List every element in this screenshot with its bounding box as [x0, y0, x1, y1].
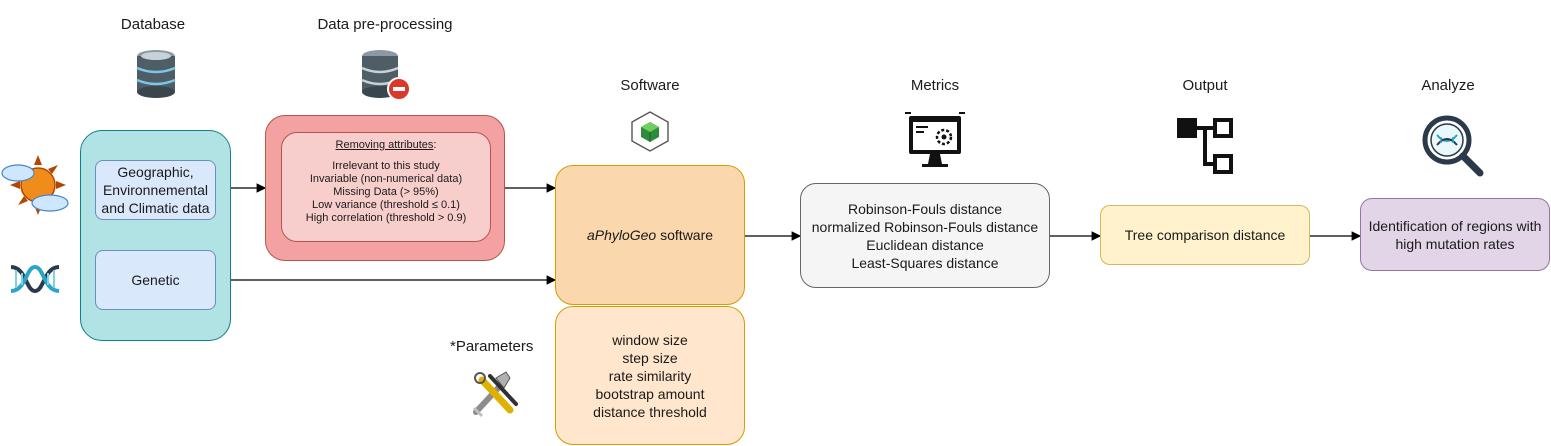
metrics-box: Robinson-Fouls distance normalized Robin…	[800, 183, 1050, 288]
removing-attributes-box: Removing attributes: Irrelevant to this …	[281, 132, 491, 242]
parameter-item: step size	[622, 349, 678, 366]
header-database: Database	[120, 16, 186, 33]
parameter-item: bootstrap amount	[595, 385, 705, 402]
geo-line2: Environnemental	[102, 182, 209, 198]
analyze-box: Identification of regions with high muta…	[1360, 198, 1550, 271]
software-box: aPhyloGeo software	[555, 165, 745, 305]
metric-item: Euclidean distance	[866, 236, 984, 253]
parameters-label: *Parameters	[450, 338, 534, 355]
preprocess-item: High correlation (threshold > 0.9)	[305, 212, 467, 224]
header-software: Software	[620, 77, 680, 94]
cube-icon	[631, 111, 669, 152]
genetic-data-box: Genetic	[95, 250, 216, 310]
tools-icon	[472, 371, 518, 418]
removing-attributes-title: Removing attributes	[335, 139, 434, 151]
parameter-item: rate similarity	[608, 367, 692, 384]
database-icon	[136, 50, 176, 98]
header-analyze: Analyze	[1421, 77, 1475, 94]
parameter-item: window size	[612, 331, 688, 348]
software-name: aPhyloGeo	[586, 227, 657, 243]
parameters-box: window size step size rate similarity bo…	[555, 306, 745, 445]
metric-item: normalized Robinson-Fouls distance	[811, 218, 1039, 235]
monitor-settings-icon	[905, 112, 965, 167]
output-box: Tree comparison distance	[1100, 205, 1310, 265]
geographic-data-box: Geographic, Environnemental and Climatic…	[95, 160, 216, 220]
parameter-item: distance threshold	[593, 403, 707, 420]
analyze-line2: high mutation rates	[1395, 235, 1515, 252]
header-output: Output	[1182, 77, 1228, 94]
preprocess-item: Irrelevant to this study	[332, 160, 440, 172]
metric-item: Robinson-Fouls distance	[847, 200, 1003, 217]
header-metrics: Metrics	[910, 77, 960, 94]
removing-attributes-colon: :	[433, 139, 437, 151]
geo-line3: and Climatic data	[101, 200, 210, 216]
software-suffix: software	[656, 227, 714, 243]
dna-magnifier-icon	[1422, 115, 1484, 177]
header-preprocessing: Data pre-processing	[317, 16, 453, 33]
sun-cloud-icon	[1, 155, 69, 215]
preprocess-item: Low variance (threshold ≤ 0.1)	[312, 199, 460, 211]
preprocess-item: Missing Data (> 95%)	[333, 186, 439, 198]
metric-item: Least-Squares distance	[851, 254, 999, 271]
dna-icon	[10, 264, 60, 294]
tree-hierarchy-icon	[1177, 118, 1233, 174]
database-remove-icon	[361, 50, 411, 101]
geo-line1: Geographic,	[117, 164, 194, 180]
analyze-line1: Identification of regions with	[1368, 217, 1542, 234]
preprocess-item: Invariable (non-numerical data)	[309, 173, 463, 185]
